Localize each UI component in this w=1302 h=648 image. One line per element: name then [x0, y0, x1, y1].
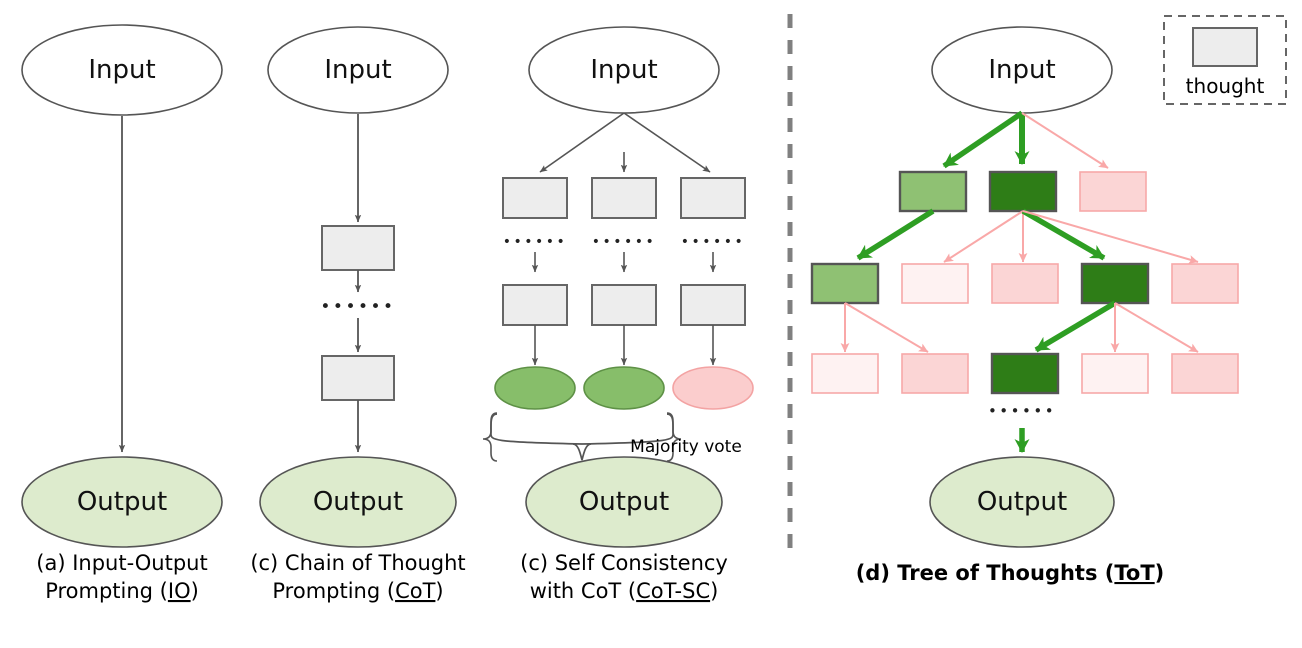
io-caption-line1: (a) Input-Output	[36, 551, 207, 575]
cot-caption-pre: Prompting (	[272, 579, 395, 603]
io-caption-post: )	[191, 579, 199, 603]
tot-input-label: Input	[988, 55, 1055, 85]
cot-thought-box-2	[321, 355, 395, 401]
tot-arrow-r2c4-to-r3c5	[1114, 302, 1199, 353]
tot-arrow-r1c2-to-r2c2	[943, 210, 1024, 263]
cotsc-thought-box-r2c2	[591, 284, 657, 326]
cotsc-thought-box-r1c2	[591, 177, 657, 219]
panel-cotsc: Input •••••• •••••• •••••• Maj	[482, 26, 754, 603]
cotsc-thought-box-r2c3	[680, 284, 746, 326]
tot-node-r3c4	[1081, 353, 1149, 394]
tot-arrow-root-to-r1c3	[1021, 112, 1109, 169]
cot-caption-line1: (c) Chain of Thought	[250, 551, 465, 575]
cotsc-caption-line1: (c) Self Consistency	[520, 551, 728, 575]
io-input-ellipse	[21, 24, 223, 116]
cotsc-result-ellipse-1	[494, 366, 576, 410]
tot-arrow-r1c2-to-r2c5	[1022, 210, 1199, 264]
legend-thought-label: thought	[1186, 74, 1265, 98]
cot-caption-underline: CoT	[395, 579, 436, 603]
cotsc-caption-post: )	[710, 579, 718, 603]
tot-arrow-r2c4-to-r3c3	[1034, 300, 1117, 353]
cotsc-branch-arrow-left	[539, 112, 625, 173]
legend-thought-swatch	[1192, 27, 1258, 67]
cotsc-caption-line2: with CoT (CoT-SC)	[530, 579, 719, 603]
io-caption-line2: Prompting (IO)	[45, 579, 199, 603]
tot-arrow-r2c1-to-r3c2	[844, 302, 929, 353]
tot-node-r2c2	[901, 263, 969, 304]
cotsc-majority-vote-label: Majority vote	[630, 437, 742, 457]
panel-tot: Input ••••••	[810, 26, 1239, 585]
tot-node-r1c2	[988, 170, 1058, 213]
tot-caption-post: )	[1155, 561, 1165, 585]
cotsc-brace-tip	[572, 443, 592, 461]
cot-output-ellipse	[259, 456, 457, 548]
tot-node-r1c3	[1079, 171, 1147, 212]
cotsc-output-ellipse	[525, 456, 723, 548]
tot-node-r3c5	[1171, 353, 1239, 394]
io-output-label: Output	[77, 487, 167, 517]
cotsc-brace-shape	[490, 413, 674, 445]
tot-output-label: Output	[977, 487, 1067, 517]
tot-node-r3c1	[811, 353, 879, 394]
cotsc-input-label: Input	[590, 55, 657, 85]
tot-arrow-r1c2-to-r2c4	[1021, 208, 1106, 261]
tot-node-r2c4	[1080, 262, 1150, 305]
cotsc-caption-pre: with CoT (	[530, 579, 636, 603]
io-input-label: Input	[88, 55, 155, 85]
tot-caption-pre: (d) Tree of Thoughts (	[856, 561, 1115, 585]
tot-node-r2c5	[1171, 263, 1239, 304]
cotsc-thought-box-r1c1	[502, 177, 568, 219]
tot-node-r3c2	[901, 353, 969, 394]
io-caption-underline: IO	[168, 579, 191, 603]
cot-thought-box-1	[321, 225, 395, 271]
cotsc-ellipsis-c2: ••••••	[592, 234, 657, 250]
tot-arrow-r1c1-to-r2c1	[856, 208, 935, 261]
io-caption-pre: Prompting (	[45, 579, 168, 603]
cot-caption-post: )	[435, 579, 443, 603]
tot-node-r3c3	[990, 352, 1060, 395]
cotsc-caption-underline: CoT-SC	[636, 579, 710, 603]
tot-caption-underline: ToT	[1114, 561, 1155, 585]
cotsc-thought-box-r2c1	[502, 284, 568, 326]
cotsc-result-ellipse-3	[672, 366, 754, 410]
panel-io: Input Output (a) Input-Output Prompting …	[21, 24, 223, 603]
cotsc-branch-arrow-right	[623, 112, 711, 173]
cot-ellipsis: ••••••	[320, 297, 395, 317]
cot-input-label: Input	[324, 55, 391, 85]
cotsc-result-ellipse-2	[583, 366, 665, 410]
tot-node-r2c1	[810, 262, 880, 305]
cot-input-ellipse	[267, 26, 449, 114]
cotsc-ellipsis-c3: ••••••	[681, 234, 746, 250]
tot-caption: (d) Tree of Thoughts (ToT)	[856, 561, 1165, 585]
cot-output-label: Output	[313, 487, 403, 517]
cotsc-output-label: Output	[579, 487, 669, 517]
cot-caption-line2: Prompting (CoT)	[272, 579, 443, 603]
tot-arrow-root-to-r1c1	[942, 110, 1024, 169]
cotsc-ellipsis-c1: ••••••	[503, 234, 568, 250]
tot-node-r2c3	[991, 263, 1059, 304]
cotsc-thought-box-r1c3	[680, 177, 746, 219]
tot-node-r1c1	[898, 170, 968, 213]
tot-ellipsis: ••••••	[988, 402, 1056, 420]
panel-cot: Input •••••• Output (c) Chain of Thought…	[250, 26, 466, 603]
tot-output-ellipse	[929, 456, 1115, 548]
io-output-ellipse	[21, 456, 223, 548]
legend: thought	[1163, 15, 1287, 105]
